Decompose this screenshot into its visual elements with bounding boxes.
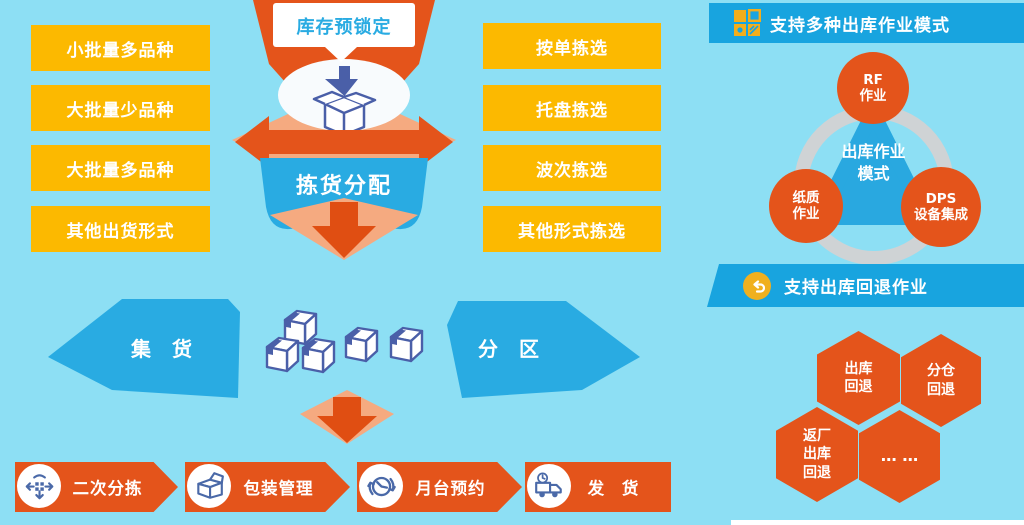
inventory-lock-label: 库存预锁定 [296,17,392,38]
zoning-label: 分 区 [478,337,546,361]
staging-zoning-shapes [48,299,640,398]
mode-node-dps: DPS 设备集成 [901,167,981,247]
secondary-sorting-icon [25,474,54,500]
process-step: 包装管理 [185,462,350,512]
hex-line: 返厂 [803,428,831,445]
picking-allocation-label: 拣货分配 [295,174,392,199]
staging-label: 集 货 [131,337,199,361]
mode-node-line: 作业 [859,88,887,104]
dock-appointment-icon [367,476,396,497]
picking-mode-box: 托盘拣选 [483,85,661,131]
mode-node-rf: RF 作业 [837,52,909,124]
hex-line: 出库 [844,360,873,377]
step-label: 月台预约 [415,479,486,498]
modes-triangle [813,105,933,225]
picking-mode-box: 其他形式拣选 [483,206,661,252]
modes-center-line: 出库作业 [841,142,906,161]
down-arrow [300,390,394,444]
packing-icon [197,472,224,499]
step-icon-circle [527,464,571,508]
modes-center-line: 模式 [857,163,890,183]
modes-section-title: 支持多种出库作业模式 [770,15,950,36]
grid-icon [734,9,761,36]
picking-mode-box: 波次拣选 [483,145,661,191]
hex-outbound-return: 出库 回退 [817,331,900,425]
shipping-truck-icon [535,472,562,498]
hex-line: 分仓 [927,363,955,380]
mode-node-paper: 纸质 作业 [769,169,843,243]
bottom-right-strip [731,520,1024,525]
modes-center-label: 出库作业 模式 [812,141,935,184]
carton-boxes-icon [265,309,424,374]
return-icon [743,271,771,300]
step-label: 包装管理 [243,479,314,498]
picking-mode-box: 按单拣选 [483,23,661,69]
returns-section-title: 支持出库回退作业 [784,278,928,298]
allocation-funnel-art [232,0,456,260]
process-step: 二次分拣 [15,462,178,512]
hex-line: 回退 [844,379,873,395]
mode-node-line: 设备集成 [914,207,968,223]
returns-section-header: 支持出库回退作业 [707,264,1024,307]
hex-line: 回退 [927,381,955,398]
box-arrow-icon [312,66,377,137]
process-step: 发 货 [525,462,671,512]
modes-section-header: 支持多种出库作业模式 [709,3,1024,43]
hex-line: … … [880,446,919,466]
flow-type-box: 小批量多品种 [31,25,210,71]
step-icon-circle [17,464,61,508]
mode-node-line: RF [863,71,883,88]
hex-factory-return: 返厂 出库 回退 [776,407,858,502]
hex-more: … … [859,410,940,503]
flow-type-box: 大批量多品种 [31,145,210,191]
flow-type-box: 其他出货形式 [31,206,210,252]
mode-node-line: 作业 [792,206,820,222]
process-step: 月台预约 [357,462,522,512]
hex-line: 出库 [803,446,831,463]
step-icon-circle [187,464,231,508]
mode-node-line: DPS [925,190,957,207]
hex-line: 回退 [803,464,831,481]
mode-node-line: 纸质 [792,189,820,206]
step-label: 二次分拣 [72,479,143,498]
hex-warehouse-return: 分仓 回退 [901,334,981,427]
step-icon-circle [359,464,403,508]
step-label: 发 货 [587,479,645,498]
flow-type-box: 大批量少品种 [31,85,210,131]
